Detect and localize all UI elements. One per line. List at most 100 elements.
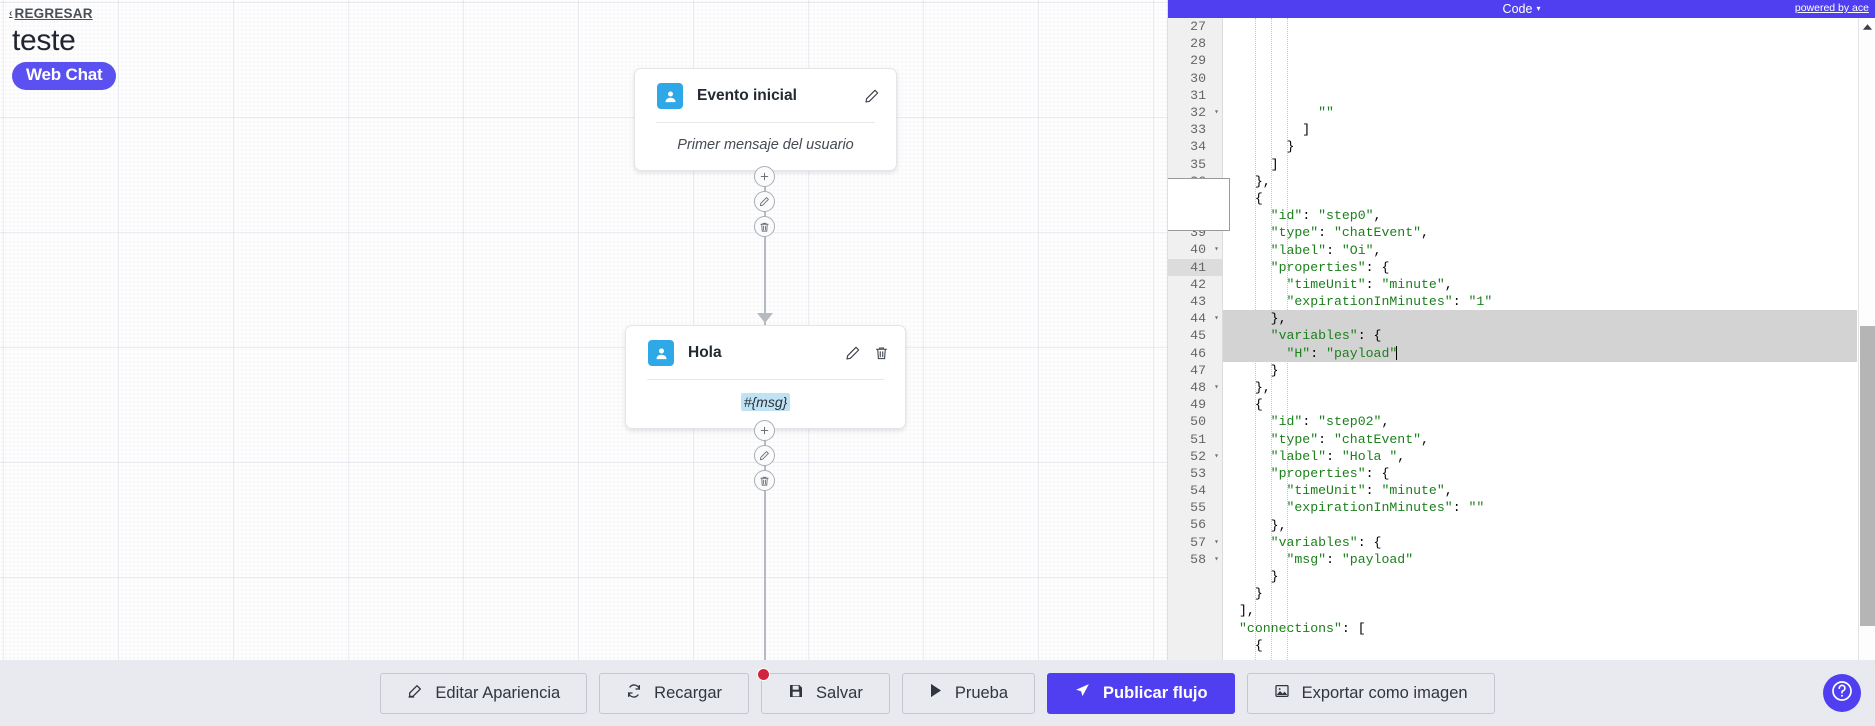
powered-by-link[interactable]: powered by ace — [1794, 2, 1869, 14]
code-content[interactable]: "" ] } ] }, { "id": "step0", "type": "ch… — [1223, 18, 1857, 660]
prueba-button[interactable]: Prueba — [901, 672, 1036, 714]
scroll-up-arrow[interactable] — [1859, 20, 1875, 34]
edit-connection-button[interactable] — [754, 445, 775, 466]
code-line[interactable]: { — [1239, 190, 1263, 206]
line-number: 56 — [1190, 517, 1206, 533]
code-line[interactable]: ] — [1239, 156, 1279, 172]
code-line[interactable]: "variables": { — [1270, 534, 1382, 550]
line-number: 42 — [1190, 276, 1206, 292]
code-fold-toggle[interactable]: ❯ — [1168, 178, 1230, 231]
line-number: 47 — [1190, 362, 1206, 378]
trash-icon[interactable] — [874, 345, 889, 361]
line-number: 27 — [1190, 19, 1206, 34]
flow-node-hola[interactable]: Hola #{msg} — [625, 325, 906, 429]
recargar-button[interactable]: Recargar — [599, 672, 750, 714]
code-line[interactable]: } — [1239, 362, 1279, 378]
line-number: 58▾ — [1190, 551, 1219, 567]
code-line[interactable]: }, — [1239, 173, 1271, 189]
code-line[interactable]: }, — [1239, 517, 1287, 533]
code-line[interactable]: ], — [1239, 603, 1255, 619]
node-body-text: Primer mensaje del usuario — [677, 137, 854, 153]
line-number: 31 — [1190, 87, 1206, 103]
pencil-icon[interactable] — [864, 88, 880, 104]
code-line[interactable]: }, — [1239, 380, 1271, 396]
connector-line-1 — [764, 166, 766, 326]
code-line[interactable]: "" — [1318, 105, 1334, 121]
fold-arrow-icon[interactable]: ▾ — [1214, 382, 1219, 392]
code-line[interactable]: "H": "payload" — [1223, 344, 1857, 362]
unsaved-changes-badge — [757, 667, 771, 681]
add-step-button[interactable] — [754, 420, 775, 441]
fold-arrow-icon[interactable]: ▾ — [1214, 451, 1219, 461]
line-number: 40▾ — [1190, 242, 1219, 258]
fold-arrow-icon[interactable]: ▾ — [1214, 314, 1219, 324]
code-line[interactable]: { — [1239, 637, 1263, 653]
connector-line-2 — [764, 420, 766, 660]
pencil-icon[interactable] — [845, 345, 861, 361]
line-number: 29 — [1190, 53, 1206, 69]
user-icon — [648, 340, 674, 366]
line-number: 49 — [1190, 397, 1206, 413]
fold-arrow-icon[interactable]: ▾ — [1214, 537, 1219, 547]
fold-arrow-icon[interactable]: ▾ — [1214, 554, 1219, 564]
code-line[interactable]: "variables": { — [1223, 327, 1857, 345]
edit-connection-button[interactable] — [754, 191, 775, 212]
page-title: teste — [12, 24, 76, 57]
back-link-label: REGRESAR — [14, 6, 93, 21]
floppy-disk-icon — [788, 683, 804, 704]
line-number: 28 — [1190, 36, 1206, 52]
code-line[interactable]: "connections": [ — [1239, 620, 1366, 636]
flow-node-evento-inicial[interactable]: Evento inicial Primer mensaje del usuari… — [634, 68, 897, 171]
back-link[interactable]: ‹ REGRESAR — [9, 6, 93, 21]
add-step-button[interactable] — [754, 166, 775, 187]
node-divider — [656, 122, 875, 123]
code-line[interactable]: "type": "chatEvent", — [1270, 431, 1429, 447]
line-number: 30 — [1190, 70, 1206, 86]
chevron-down-icon: ▾ — [1536, 4, 1541, 13]
code-mode-dropdown[interactable]: Code ▾ — [1503, 2, 1541, 16]
code-line[interactable]: { — [1239, 397, 1263, 413]
variable-chip[interactable]: #{msg} — [740, 393, 791, 411]
code-line[interactable]: "id": "step0", — [1270, 208, 1382, 224]
button-label: Publicar flujo — [1103, 683, 1208, 702]
code-line[interactable]: "id": "step02", — [1270, 414, 1390, 430]
line-number: 34 — [1190, 139, 1206, 155]
line-number: 32▾ — [1190, 104, 1219, 120]
fold-arrow-icon[interactable]: ▾ — [1214, 107, 1219, 117]
scrollbar-thumb[interactable] — [1860, 326, 1875, 626]
code-line[interactable]: "properties": { — [1270, 259, 1390, 275]
code-line[interactable]: "properties": { — [1270, 465, 1390, 481]
code-line[interactable]: } — [1239, 586, 1263, 602]
code-line[interactable]: } — [1239, 139, 1295, 155]
rocket-icon — [1074, 682, 1091, 704]
node-header: Hola — [626, 326, 905, 379]
image-icon — [1274, 683, 1290, 704]
line-number: 51 — [1190, 431, 1206, 447]
editar-apariencia-button[interactable]: Editar Apariencia — [380, 672, 588, 714]
line-number-gutter: 272829303132▾33343536▾37383940▾41424344▾… — [1168, 18, 1223, 660]
line-number: 54 — [1190, 483, 1206, 499]
code-line[interactable]: ] — [1239, 122, 1311, 138]
salvar-button[interactable]: Salvar — [757, 667, 890, 714]
code-line[interactable]: } — [1239, 569, 1279, 585]
fold-arrow-icon[interactable]: ▾ — [1214, 245, 1219, 255]
help-button[interactable] — [1823, 674, 1861, 712]
flow-canvas[interactable]: ‹ REGRESAR teste Web Chat Evento inicial — [0, 0, 1167, 660]
delete-connection-button[interactable] — [754, 216, 775, 237]
code-scrollbar[interactable] — [1858, 18, 1875, 660]
line-number: 45 — [1190, 328, 1206, 344]
delete-connection-button[interactable] — [754, 470, 775, 491]
code-line[interactable]: "expirationInMinutes": "" — [1286, 500, 1485, 516]
code-line[interactable]: "label": "Oi", — [1270, 242, 1382, 258]
code-line[interactable]: "msg": "payload" — [1286, 551, 1414, 567]
code-line[interactable]: "timeUnit": "minute", — [1286, 483, 1453, 499]
code-line[interactable]: "timeUnit": "minute", — [1286, 276, 1453, 292]
code-line[interactable]: "expirationInMinutes": "1" — [1286, 294, 1493, 310]
publicar-flujo-button[interactable]: Publicar flujo — [1047, 672, 1235, 714]
code-editor[interactable]: 272829303132▾33343536▾37383940▾41424344▾… — [1168, 18, 1875, 660]
code-line[interactable]: }, — [1223, 310, 1857, 328]
code-line[interactable]: "type": "chatEvent", — [1270, 225, 1429, 241]
exportar-como-imagen-button[interactable]: Exportar como imagen — [1246, 672, 1495, 714]
code-line[interactable]: "label": "Hola ", — [1270, 448, 1406, 464]
